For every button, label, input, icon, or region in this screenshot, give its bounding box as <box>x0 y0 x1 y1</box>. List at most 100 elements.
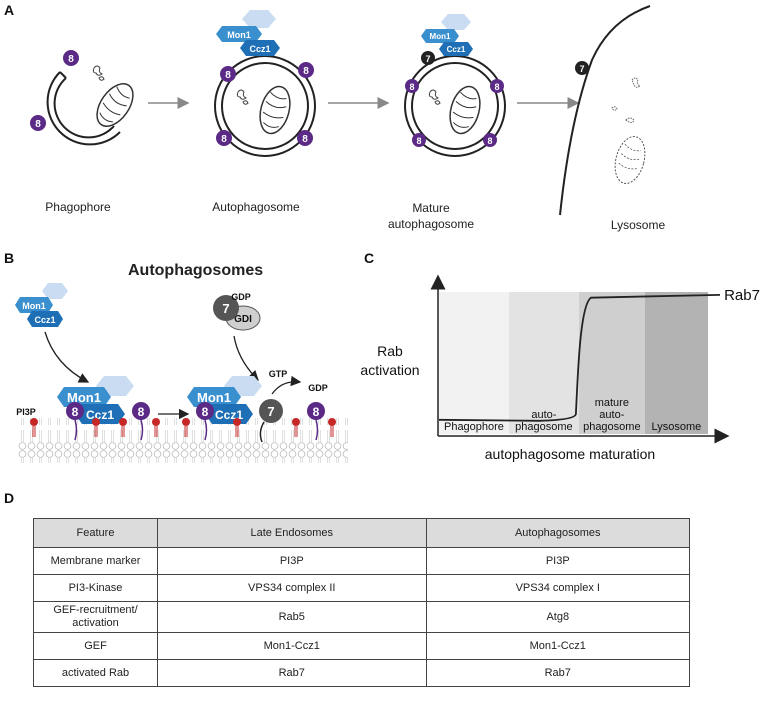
autophagosome-mon1-ccz1: Mon1 Ccz1 <box>216 10 280 56</box>
table-cell: activated Rab <box>33 659 158 687</box>
table-header-row: Feature Late Endosomes Autophagosomes <box>33 518 691 548</box>
svg-text:Mon1: Mon1 <box>430 32 451 41</box>
stage-label-phagophore: Phagophore <box>45 200 111 214</box>
svg-text:8: 8 <box>313 405 320 419</box>
svg-text:8: 8 <box>221 134 227 145</box>
mature-atg8-2: 8 <box>490 79 504 93</box>
svg-text:7: 7 <box>425 54 430 64</box>
table-row: Membrane marker PI3P PI3P <box>33 547 691 575</box>
svg-text:Ccz1: Ccz1 <box>86 408 114 422</box>
table-row: GEF Mon1-Ccz1 Mon1-Ccz1 <box>33 632 691 660</box>
table-row: PI3-Kinase VPS34 complex II VPS34 comple… <box>33 574 691 602</box>
autophagosome-atg8-3: 8 <box>216 130 232 146</box>
svg-text:GDP: GDP <box>231 292 251 302</box>
rab7-gdi: GDI 7 GDP <box>213 292 261 331</box>
series-label-rab7: Rab7 <box>724 287 760 304</box>
svg-text:8: 8 <box>68 54 74 65</box>
atg8-bound-4: 8 <box>307 402 325 420</box>
stage-label-autophagosome: Autophagosome <box>212 200 300 214</box>
svg-text:8: 8 <box>409 82 414 92</box>
panel-a-letter: A <box>4 2 15 18</box>
atg8-bound-1: 8 <box>66 402 84 420</box>
column-header-late-endosomes: Late Endosomes <box>157 518 427 548</box>
panel-d-letter: D <box>4 490 15 506</box>
svg-text:8: 8 <box>303 66 309 77</box>
rab7-activated: 7 <box>259 399 283 423</box>
rab7-curve <box>438 293 721 422</box>
table-cell: Rab7 <box>157 659 427 687</box>
stage-label-lysosome: Lysosome <box>610 218 666 232</box>
svg-text:8: 8 <box>302 134 308 145</box>
table-cell: Mon1-Ccz1 <box>425 632 691 660</box>
svg-text:Ccz1: Ccz1 <box>447 45 466 54</box>
mature-rab7: 7 <box>421 51 435 65</box>
pi3p-label: PI3P <box>16 407 36 417</box>
table-cell: VPS34 complex I <box>425 574 691 602</box>
stage-label: Phagophore <box>444 421 504 433</box>
svg-text:7: 7 <box>579 64 584 74</box>
svg-text:GTP: GTP <box>269 369 288 379</box>
y-label-line2: activation <box>360 362 419 378</box>
svg-text:8: 8 <box>487 136 492 146</box>
table-row: GEF-recruitment/ activation Rab5 Atg8 <box>33 601 691 633</box>
table-row: activated Rab Rab7 Rab7 <box>33 659 691 687</box>
svg-text:8: 8 <box>202 405 209 419</box>
free-mon1-ccz1: Mon1 Ccz1 <box>15 283 68 327</box>
bound-mon1-ccz1-right: Mon1 Ccz1 <box>187 376 262 424</box>
table-cell: PI3P <box>157 547 427 575</box>
table-cell: Rab7 <box>425 659 691 687</box>
autophagosome-atg8-1: 8 <box>220 66 236 82</box>
svg-text:8: 8 <box>416 136 421 146</box>
autophagosome <box>214 55 316 157</box>
table-cell: VPS34 complex II <box>157 574 427 602</box>
phagophore-atg8-2: 8 <box>30 115 46 131</box>
table-cell: Rab5 <box>157 601 427 633</box>
panel-b-letter: B <box>4 250 15 266</box>
svg-text:GDI: GDI <box>234 314 252 325</box>
x-axis-label: autophagosome maturation <box>485 446 655 462</box>
column-header-feature: Feature <box>33 518 158 548</box>
svg-text:Mon1: Mon1 <box>227 30 251 40</box>
table-cell: Membrane marker <box>33 547 158 575</box>
table-cell: PI3-Kinase <box>33 574 158 602</box>
mature-atg8-3: 8 <box>412 133 426 147</box>
svg-text:Ccz1: Ccz1 <box>249 44 270 54</box>
stage-band <box>439 292 509 434</box>
mature-atg8-4: 8 <box>483 133 497 147</box>
table-cell: Mon1-Ccz1 <box>157 632 427 660</box>
bound-mon1-ccz1-left: Mon1 Ccz1 <box>57 376 134 424</box>
stage-band <box>644 292 708 434</box>
svg-text:Ccz1: Ccz1 <box>34 315 55 325</box>
svg-text:7: 7 <box>267 404 274 419</box>
panel-a-illustration: 8 8 Mon1 Ccz1 8 8 8 8 Mon1 Ccz1 7 8 8 8 <box>30 5 651 216</box>
svg-text:Mon1: Mon1 <box>67 390 101 405</box>
panel-c-chart: Rab7 Rab activation autophagosome matura… <box>360 274 760 462</box>
atg8-bound-3: 8 <box>196 402 214 420</box>
table-cell: GEF-recruitment/ activation <box>33 601 158 633</box>
stage-band <box>508 292 579 434</box>
svg-text:8: 8 <box>35 119 41 130</box>
mature-atg8-1: 8 <box>405 79 419 93</box>
y-label-line1: Rab <box>377 343 403 359</box>
table-cell: PI3P <box>425 547 691 575</box>
svg-text:Mon1: Mon1 <box>22 301 46 311</box>
autophagosome-atg8-4: 8 <box>297 130 313 146</box>
panel-b-illustration: Mon1 Ccz1 Mon1 Ccz1 8 8 GDI 7 GDP Mon1 C… <box>15 283 348 463</box>
lysosome-rab7: 7 <box>575 61 589 75</box>
svg-text:8: 8 <box>138 405 145 419</box>
stage-label: auto-phagosome <box>515 409 573 433</box>
svg-text:7: 7 <box>222 301 229 316</box>
mature-mon1-ccz1: Mon1 Ccz1 <box>421 14 473 56</box>
table-cell: Atg8 <box>425 601 691 633</box>
panel-c-letter: C <box>364 250 375 266</box>
mature-autophagosome <box>404 55 506 157</box>
table-cell: GEF <box>33 632 158 660</box>
lysosome <box>559 5 651 216</box>
svg-text:8: 8 <box>72 405 79 419</box>
svg-text:GDP: GDP <box>308 383 328 393</box>
phagophore <box>46 65 141 146</box>
stage-label: Lysosome <box>652 421 702 433</box>
phagophore-atg8-1: 8 <box>63 50 79 66</box>
svg-text:8: 8 <box>225 70 231 81</box>
